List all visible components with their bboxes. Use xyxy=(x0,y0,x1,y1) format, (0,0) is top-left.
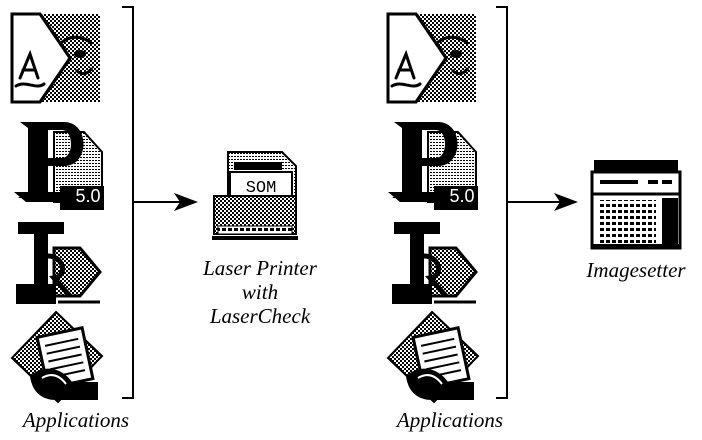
laser-printer-label-line1: Laser Printer xyxy=(203,256,317,280)
imagesetter-icon xyxy=(590,160,682,250)
laser-printer-icon xyxy=(212,151,298,240)
printer-screen-label: SOM xyxy=(246,179,277,198)
quarkxpress-app-icon xyxy=(16,222,100,304)
illustrator-app-icon xyxy=(10,12,102,104)
applications-right-label: Applications xyxy=(396,408,504,432)
illustrator-app-icon-2 xyxy=(386,12,478,104)
freehand-app-icon-2 xyxy=(386,310,480,404)
arrow-to-imagesetter-head xyxy=(554,193,578,211)
quarkxpress-app-icon-2 xyxy=(392,222,476,304)
imagesetter-label: Imagesetter xyxy=(586,258,686,282)
version-label-2: 5.0 xyxy=(449,186,474,206)
left-bracket xyxy=(122,6,134,399)
laser-printer-label: Laser Printer with LaserCheck xyxy=(180,256,340,328)
laser-printer-label-line2: with xyxy=(241,280,279,304)
arrow-to-printer-head xyxy=(174,193,198,211)
applications-left-label: Applications xyxy=(22,408,130,432)
version-label: 5.0 xyxy=(75,186,100,206)
freehand-app-icon xyxy=(10,310,104,404)
laser-printer-label-line3: LaserCheck xyxy=(209,304,311,328)
right-bracket xyxy=(496,6,508,399)
